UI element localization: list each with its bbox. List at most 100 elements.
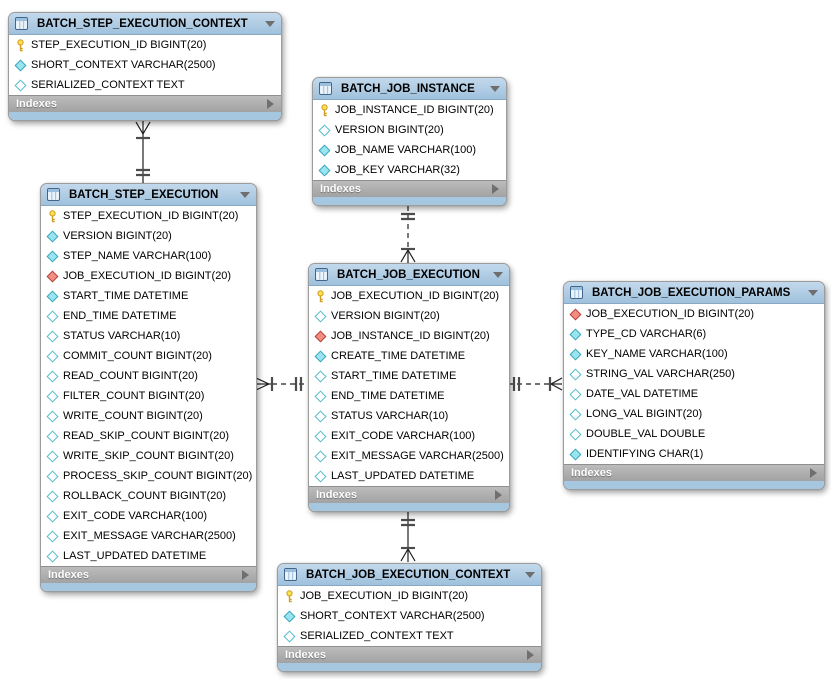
- column-row[interactable]: START_TIME DATETIME: [41, 286, 256, 306]
- column-row[interactable]: WRITE_SKIP_COUNT BIGINT(20): [41, 446, 256, 466]
- table-header[interactable]: BATCH_JOB_EXECUTION_PARAMS: [564, 282, 824, 304]
- column-row[interactable]: ROLLBACK_COUNT BIGINT(20): [41, 486, 256, 506]
- table-batch-job-instance[interactable]: BATCH_JOB_INSTANCE JOB_INSTANCE_ID BIGIN…: [312, 77, 507, 206]
- table-header[interactable]: BATCH_JOB_EXECUTION_CONTEXT: [278, 564, 541, 586]
- column-label: DATE_VAL DATETIME: [586, 388, 699, 400]
- diamond-open-icon: [46, 509, 59, 523]
- table-bottom-strip: [564, 481, 824, 489]
- column-row[interactable]: JOB_EXECUTION_ID BIGINT(20): [309, 286, 509, 306]
- diamond-open-icon: [314, 449, 327, 463]
- diamond-open-icon: [283, 629, 296, 643]
- column-row[interactable]: EXIT_CODE VARCHAR(100): [309, 426, 509, 446]
- column-row[interactable]: JOB_KEY VARCHAR(32): [313, 160, 506, 180]
- column-row[interactable]: VERSION BIGINT(20): [313, 120, 506, 140]
- expand-arrow-icon[interactable]: [242, 570, 249, 580]
- expand-arrow-icon[interactable]: [810, 468, 817, 478]
- rel-job-instance-to-job-execution[interactable]: [400, 206, 416, 263]
- column-row[interactable]: EXIT_MESSAGE VARCHAR(2500): [309, 446, 509, 466]
- column-row[interactable]: END_TIME DATETIME: [309, 386, 509, 406]
- column-row[interactable]: JOB_EXECUTION_ID BIGINT(20): [41, 266, 256, 286]
- column-label: STEP_EXECUTION_ID BIGINT(20): [63, 210, 239, 222]
- indexes-footer[interactable]: Indexes: [309, 486, 509, 503]
- expand-arrow-icon[interactable]: [527, 650, 534, 660]
- indexes-footer[interactable]: Indexes: [41, 566, 256, 583]
- column-row[interactable]: STEP_NAME VARCHAR(100): [41, 246, 256, 266]
- table-header[interactable]: BATCH_JOB_INSTANCE: [313, 78, 506, 100]
- column-label: JOB_KEY VARCHAR(32): [335, 164, 460, 176]
- table-header[interactable]: BATCH_STEP_EXECUTION: [41, 184, 256, 206]
- collapse-chevron-icon[interactable]: [808, 289, 818, 296]
- collapse-chevron-icon[interactable]: [493, 271, 503, 278]
- column-row[interactable]: KEY_NAME VARCHAR(100): [564, 344, 824, 364]
- column-row[interactable]: CREATE_TIME DATETIME: [309, 346, 509, 366]
- column-row[interactable]: LAST_UPDATED DATETIME: [41, 546, 256, 566]
- column-row[interactable]: STEP_EXECUTION_ID BIGINT(20): [9, 35, 281, 55]
- column-label: EXIT_CODE VARCHAR(100): [331, 430, 476, 442]
- column-row[interactable]: SERIALIZED_CONTEXT TEXT: [278, 626, 541, 646]
- column-row[interactable]: EXIT_CODE VARCHAR(100): [41, 506, 256, 526]
- column-row[interactable]: READ_SKIP_COUNT BIGINT(20): [41, 426, 256, 446]
- column-row[interactable]: EXIT_MESSAGE VARCHAR(2500): [41, 526, 256, 546]
- rel-step-context-to-step-execution[interactable]: [135, 121, 151, 183]
- collapse-chevron-icon[interactable]: [525, 571, 535, 578]
- column-row[interactable]: SERIALIZED_CONTEXT TEXT: [9, 75, 281, 95]
- expand-arrow-icon[interactable]: [492, 184, 499, 194]
- column-label: READ_COUNT BIGINT(20): [63, 370, 198, 382]
- column-row[interactable]: FILTER_COUNT BIGINT(20): [41, 386, 256, 406]
- column-row[interactable]: LONG_VAL BIGINT(20): [564, 404, 824, 424]
- table-batch-step-execution-context[interactable]: BATCH_STEP_EXECUTION_CONTEXT STEP_EXECUT…: [8, 12, 282, 121]
- table-header[interactable]: BATCH_STEP_EXECUTION_CONTEXT: [9, 13, 281, 35]
- column-row[interactable]: STEP_EXECUTION_ID BIGINT(20): [41, 206, 256, 226]
- column-row[interactable]: JOB_NAME VARCHAR(100): [313, 140, 506, 160]
- table-batch-job-execution-context[interactable]: BATCH_JOB_EXECUTION_CONTEXT JOB_EXECUTIO…: [277, 563, 542, 672]
- indexes-footer[interactable]: Indexes: [9, 95, 281, 112]
- rel-step-execution-to-job-execution[interactable]: [255, 377, 308, 391]
- column-row[interactable]: DATE_VAL DATETIME: [564, 384, 824, 404]
- collapse-chevron-icon[interactable]: [265, 20, 275, 27]
- rel-job-execution-to-context[interactable]: [400, 512, 416, 562]
- indexes-footer[interactable]: Indexes: [313, 180, 506, 197]
- column-row[interactable]: JOB_EXECUTION_ID BIGINT(20): [564, 304, 824, 324]
- column-row[interactable]: SHORT_CONTEXT VARCHAR(2500): [9, 55, 281, 75]
- column-row[interactable]: COMMIT_COUNT BIGINT(20): [41, 346, 256, 366]
- column-row[interactable]: START_TIME DATETIME: [309, 366, 509, 386]
- column-row[interactable]: LAST_UPDATED DATETIME: [309, 466, 509, 486]
- diamond-filled-icon: [318, 163, 331, 177]
- column-row[interactable]: WRITE_COUNT BIGINT(20): [41, 406, 256, 426]
- column-label: VERSION BIGINT(20): [63, 230, 172, 242]
- collapse-chevron-icon[interactable]: [240, 191, 250, 198]
- indexes-footer[interactable]: Indexes: [564, 464, 824, 481]
- diamond-open-icon: [314, 309, 327, 323]
- column-row[interactable]: DOUBLE_VAL DOUBLE: [564, 424, 824, 444]
- rel-job-execution-to-params[interactable]: [508, 377, 563, 391]
- collapse-chevron-icon[interactable]: [490, 85, 500, 92]
- column-row[interactable]: VERSION BIGINT(20): [309, 306, 509, 326]
- diamond-open-icon: [46, 429, 59, 443]
- table-header[interactable]: BATCH_JOB_EXECUTION: [309, 264, 509, 286]
- column-row[interactable]: STRING_VAL VARCHAR(250): [564, 364, 824, 384]
- table-batch-job-execution-params[interactable]: BATCH_JOB_EXECUTION_PARAMS JOB_EXECUTION…: [563, 281, 825, 490]
- diamond-open-icon: [46, 409, 59, 423]
- column-row[interactable]: STATUS VARCHAR(10): [41, 326, 256, 346]
- diamond-filled-icon: [46, 289, 59, 303]
- diamond-open-icon: [569, 387, 582, 401]
- column-row[interactable]: JOB_INSTANCE_ID BIGINT(20): [313, 100, 506, 120]
- column-row[interactable]: PROCESS_SKIP_COUNT BIGINT(20): [41, 466, 256, 486]
- indexes-footer[interactable]: Indexes: [278, 646, 541, 663]
- column-row[interactable]: VERSION BIGINT(20): [41, 226, 256, 246]
- table-batch-job-execution[interactable]: BATCH_JOB_EXECUTION JOB_EXECUTION_ID BIG…: [308, 263, 510, 512]
- column-row[interactable]: STATUS VARCHAR(10): [309, 406, 509, 426]
- column-row[interactable]: IDENTIFYING CHAR(1): [564, 444, 824, 464]
- diamond-open-icon: [46, 349, 59, 363]
- column-row[interactable]: JOB_INSTANCE_ID BIGINT(20): [309, 326, 509, 346]
- expand-arrow-icon[interactable]: [267, 99, 274, 109]
- table-icon: [47, 188, 60, 201]
- table-batch-step-execution[interactable]: BATCH_STEP_EXECUTION STEP_EXECUTION_ID B…: [40, 183, 257, 592]
- expand-arrow-icon[interactable]: [495, 490, 502, 500]
- table-title: BATCH_STEP_EXECUTION: [69, 188, 219, 201]
- column-row[interactable]: READ_COUNT BIGINT(20): [41, 366, 256, 386]
- column-row[interactable]: END_TIME DATETIME: [41, 306, 256, 326]
- column-row[interactable]: JOB_EXECUTION_ID BIGINT(20): [278, 586, 541, 606]
- column-row[interactable]: SHORT_CONTEXT VARCHAR(2500): [278, 606, 541, 626]
- column-row[interactable]: TYPE_CD VARCHAR(6): [564, 324, 824, 344]
